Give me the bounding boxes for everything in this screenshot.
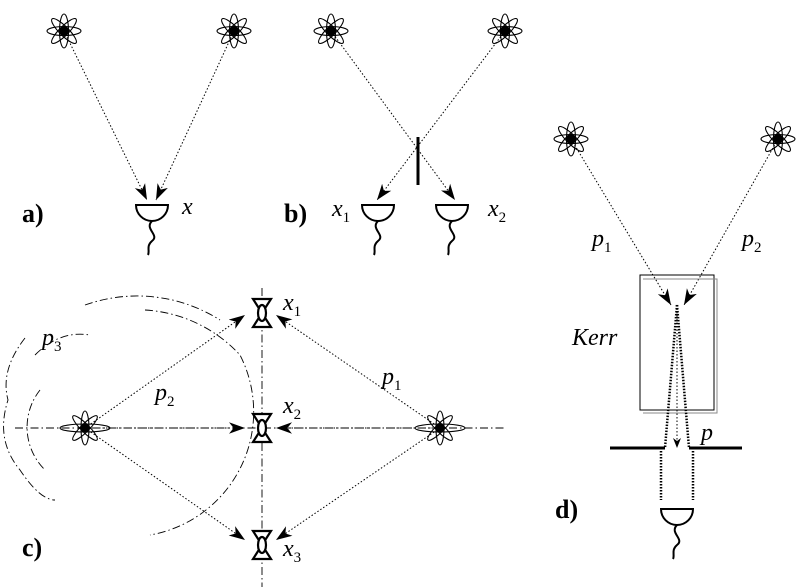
detector-d <box>660 508 694 560</box>
cone-right-d <box>675 304 691 449</box>
label-p2-c: p2 <box>153 380 175 410</box>
label-p2-d: p2 <box>740 226 762 256</box>
label-p3-c: p3 <box>40 325 62 355</box>
panel-label-a: a) <box>22 199 44 228</box>
label-x1-b: x1 <box>331 196 350 226</box>
beam-b-right <box>376 30 506 201</box>
label-kerr-d: Kerr <box>571 325 618 351</box>
wavefront-outer-c <box>3 337 56 501</box>
detector-a <box>135 204 169 256</box>
panel-b: b) x1 x2 <box>284 13 523 256</box>
beam-c-right-x1 <box>275 314 441 429</box>
wavefront-inner-c <box>26 389 46 471</box>
label-x3-c: x3 <box>282 536 301 566</box>
panel-a: a) x <box>22 13 252 256</box>
label-p1-c: p1 <box>380 364 402 394</box>
wavefront-p3-c <box>34 333 91 356</box>
beam-a-right <box>155 30 235 201</box>
label-x2-b: x2 <box>487 196 506 226</box>
beam-c-left-x3 <box>84 427 246 541</box>
panel-d: d) p1 p2 Kerr p <box>553 121 796 560</box>
detector-c-x1 <box>251 297 273 329</box>
beam-a-left <box>63 30 148 201</box>
panel-label-c: c) <box>22 533 42 562</box>
wavefront-mid-c <box>144 309 255 536</box>
detector-c-x3 <box>251 529 273 561</box>
label-x2-c: x2 <box>282 393 301 423</box>
panel-c: c) p3 p2 p1 x1 x2 x3 <box>3 288 505 587</box>
label-x-a: x <box>181 194 193 220</box>
label-p-d: p <box>699 420 713 446</box>
cone-left-d <box>663 304 679 449</box>
detector-b-2 <box>435 204 469 256</box>
panel-label-b: b) <box>284 199 307 228</box>
beam-c-right-x3 <box>275 427 441 541</box>
beam-c-left-x1 <box>84 314 246 429</box>
detector-b-1 <box>361 204 395 256</box>
wavefront-top-c <box>84 295 221 321</box>
beam-d-right <box>683 138 779 306</box>
label-x1-c: x1 <box>282 290 301 320</box>
panel-label-d: d) <box>555 495 578 524</box>
kerr-medium-shadow <box>643 278 718 414</box>
label-p1-d: p1 <box>590 226 612 256</box>
beam-b-left <box>330 30 456 201</box>
beam-d-left <box>570 138 672 306</box>
